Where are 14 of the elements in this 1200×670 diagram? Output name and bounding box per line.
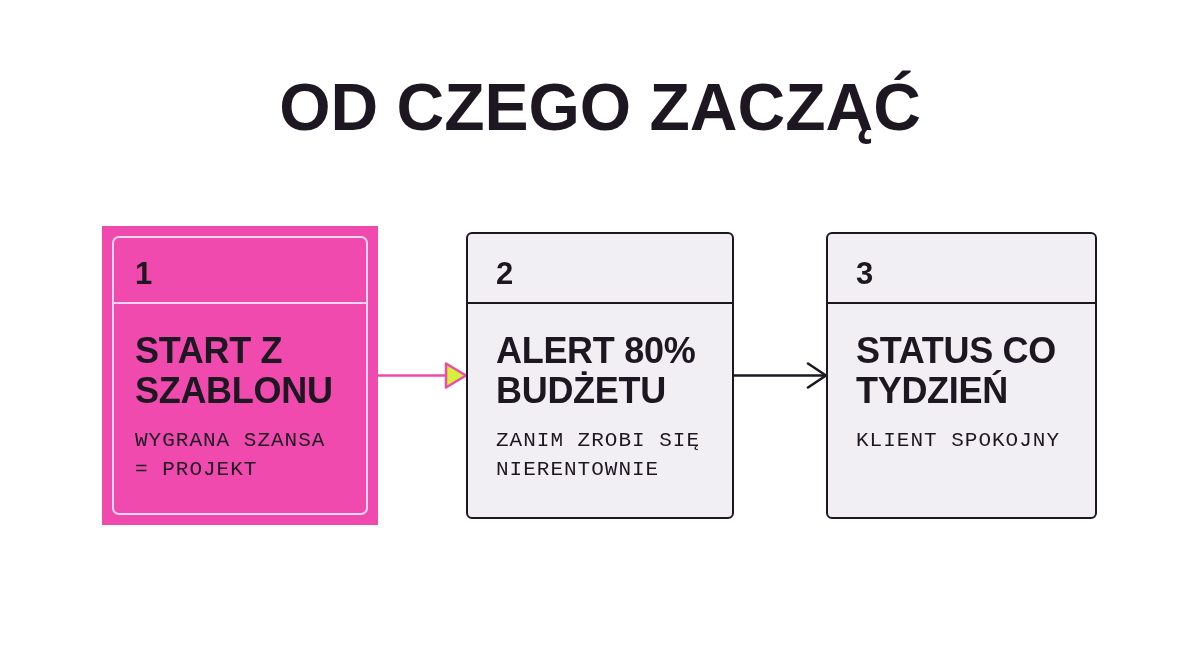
step-number: 1	[135, 256, 153, 292]
step-title: STATUS CO TYDZIEŃ	[856, 331, 1057, 411]
step-card	[466, 232, 734, 519]
arrow	[734, 362, 828, 389]
step-description: WYGRANA SZANSA = PROJEKT	[135, 428, 327, 483]
arrow	[378, 362, 468, 389]
step-card	[826, 232, 1097, 519]
step-description: KLIENT SPOKOJNY	[856, 428, 1061, 454]
step-number: 2	[496, 256, 514, 292]
step-title: ALERT 80% BUDŻETU	[496, 331, 697, 411]
diagram-title: OD CZEGO ZACZĄĆ	[279, 70, 921, 146]
step-title: START Z SZABLONU	[135, 331, 334, 411]
step-description: ZANIM ZROBI SIĘ NIERENTOWNIE	[496, 428, 702, 483]
step-number: 3	[856, 256, 874, 292]
